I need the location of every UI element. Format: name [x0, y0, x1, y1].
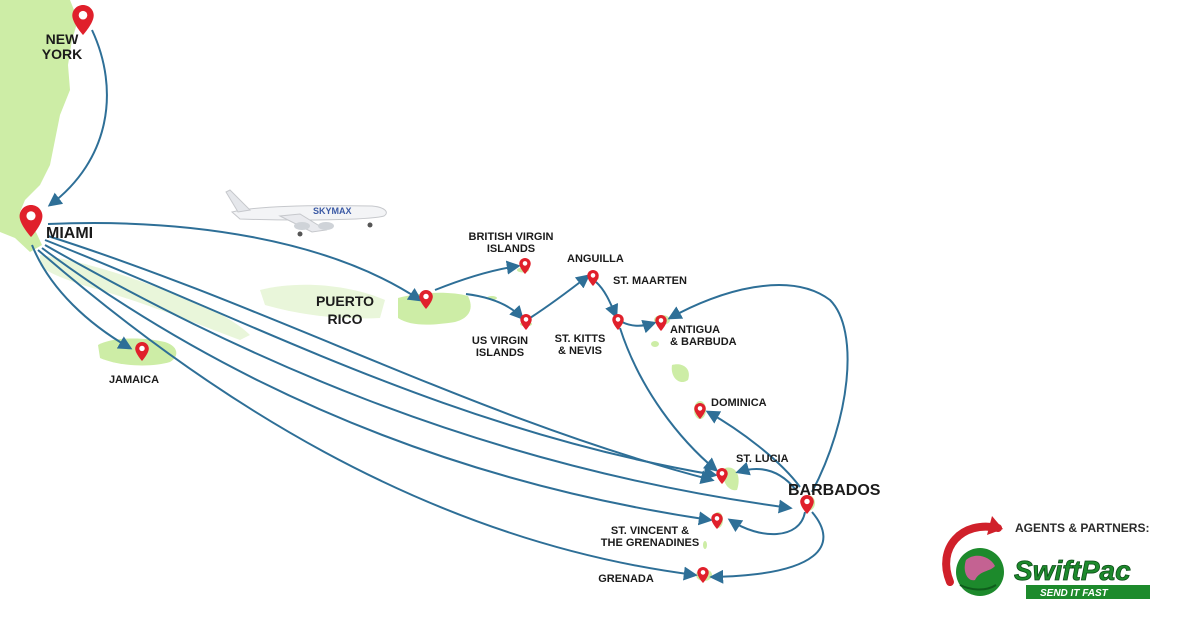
label-jamaica: JAMAICA: [109, 374, 159, 386]
label-line: ANTIGUA: [670, 324, 720, 336]
route-barbados-grenada: [709, 511, 825, 584]
label-line: ST. VINCENT &: [611, 525, 689, 537]
label-miami: MIAMI: [46, 225, 93, 242]
label-st-kitts-nevis: ST. KITTS& NEVIS: [555, 333, 606, 357]
label-puerto-rico: PUERTO RICO: [316, 293, 374, 327]
cuba-landmass: [40, 255, 250, 340]
label-line: YORK: [42, 46, 82, 62]
brand-tagline: SEND IT FAST: [1040, 588, 1109, 599]
antigua-marker-icon[interactable]: [655, 315, 667, 331]
label-dominica: DOMINICA: [711, 397, 767, 409]
label-line: NEW: [46, 31, 79, 47]
label-line: & NEVIS: [558, 345, 602, 357]
route-barbados-antigua: [667, 284, 849, 493]
partner-block: AGENTS & PARTNERS: SwiftPac SEND IT FAST: [942, 516, 1150, 599]
partner-heading: AGENTS & PARTNERS:: [1015, 521, 1149, 535]
route-newyork-miami: [47, 29, 108, 207]
route-barbados-stlucia: [735, 461, 797, 491]
route-anguilla-stkitts: [595, 281, 619, 319]
label-antigua-barbuda: ANTIGUA& BARBUDA: [670, 324, 737, 348]
swiftpac-logo[interactable]: SwiftPac SEND IT FAST: [942, 516, 1150, 599]
st-vincent-marker-icon[interactable]: [711, 513, 723, 529]
label-grenada: GRENADA: [598, 573, 654, 585]
shipping-routes: [31, 29, 849, 584]
puerto-rico-landmass: [398, 292, 471, 325]
hispaniola-landmass: [260, 284, 385, 319]
label-st-vincent: ST. VINCENT &THE GRENADINES: [601, 525, 699, 549]
usvi-marker-icon[interactable]: [520, 314, 532, 330]
route-miami-stlucia: [44, 239, 718, 481]
aircraft-livery-text: SKYMAX: [313, 206, 352, 216]
label-line: ANGUILLA: [567, 253, 624, 265]
route-miami-barbados: [44, 244, 793, 514]
label-line: THE GRENADINES: [601, 537, 699, 549]
label-line: PUERTO: [316, 293, 374, 309]
label-line: ST. MAARTEN: [613, 275, 687, 287]
us-east-coast-landmass: [0, 0, 78, 252]
label-barbados: BARBADOS: [788, 482, 881, 499]
route-stkitts-antigua: [621, 319, 657, 334]
label-line: MIAMI: [46, 225, 93, 242]
route-usvi-anguilla: [529, 274, 591, 319]
label-line: & BARBUDA: [670, 336, 737, 348]
label-line: DOMINICA: [711, 397, 767, 409]
label-anguilla: ANGUILLA: [567, 253, 624, 265]
route-stkitts-stlucia: [619, 327, 719, 472]
route-miami-jamaica: [31, 244, 133, 350]
label-st-lucia: ST. LUCIA: [736, 453, 789, 465]
st-kitts-marker-icon[interactable]: [612, 314, 624, 330]
route-barbados-dominica: [705, 410, 801, 488]
label-line: GRENADA: [598, 573, 654, 585]
label-st-maarten: ST. MAARTEN: [613, 275, 687, 287]
label-line: BRITISH VIRGIN: [469, 231, 554, 243]
label-line: JAMAICA: [109, 374, 159, 386]
swoosh-icon: [942, 522, 1002, 586]
route-miami-grenada: [37, 249, 698, 581]
label-line: RICO: [328, 311, 363, 327]
route-miami-stlucia-2: [47, 235, 715, 484]
cargo-airplane: SKYMAX: [225, 189, 387, 237]
label-line: ST. KITTS: [555, 333, 606, 345]
route-miami-stvincent: [41, 247, 713, 526]
brand-name: SwiftPac: [1014, 555, 1131, 586]
route-pr-bvi: [434, 260, 521, 291]
tagline-bar: [1026, 585, 1150, 599]
label-line: ISLANDS: [476, 347, 524, 359]
label-line: ISLANDS: [487, 243, 535, 255]
route-miami-puertorico: [47, 222, 423, 302]
route-pr-usvi: [465, 293, 524, 321]
label-line: ST. LUCIA: [736, 453, 789, 465]
route-barbados-stvincent: [727, 511, 806, 536]
label-line: BARBADOS: [788, 482, 881, 499]
label-line: US VIRGIN: [472, 335, 528, 347]
grenada-marker-icon[interactable]: [697, 567, 709, 583]
